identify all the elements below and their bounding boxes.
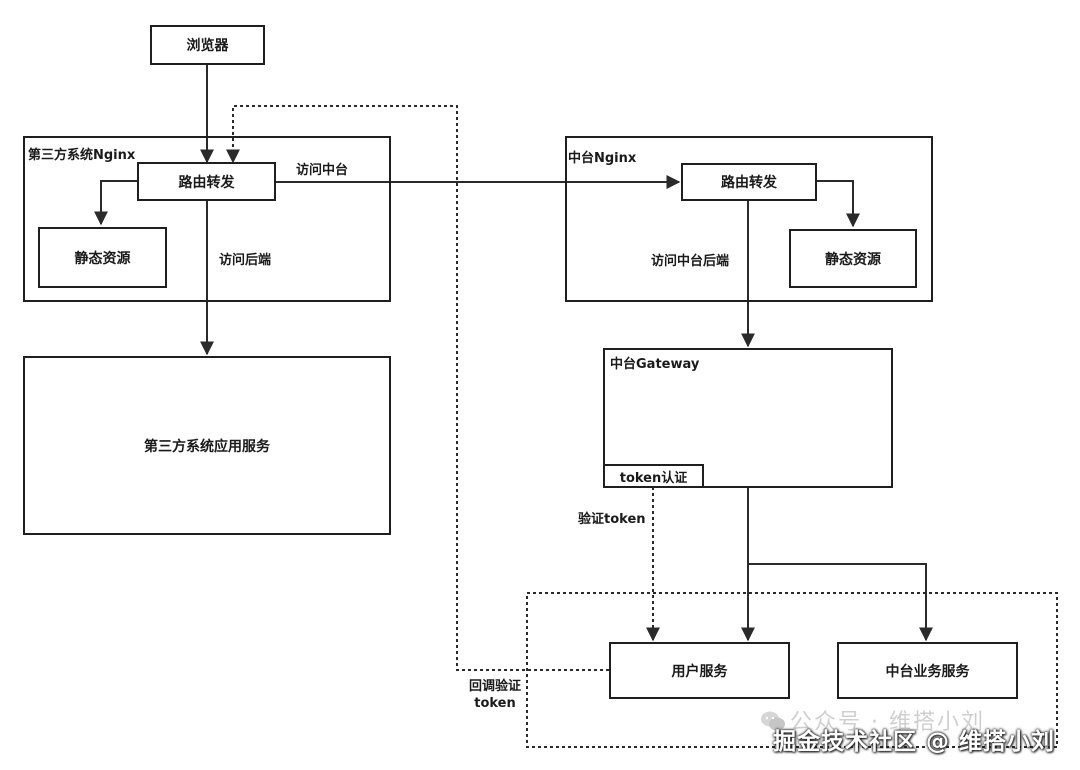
callback-verify-line1: 回调验证 [468,679,521,694]
callback-verify-line2: token [474,696,516,711]
third-app-label: 第三方系统应用服务 [144,438,270,455]
service-group-box [526,592,1058,748]
third-nginx-title: 第三方系统Nginx [28,148,136,163]
edge-gateway-to-business [748,563,933,642]
mid-route-label: 路由转发 [721,175,777,191]
mid-nginx-title: 中台Nginx [568,151,637,166]
wechat-icon [761,711,785,731]
third-route-label: 路由转发 [178,174,235,191]
mid-gateway-group [603,348,893,488]
mid-gateway-title: 中台Gateway [610,357,700,372]
token-auth-node: token认证 [603,464,704,488]
mid-business-node: 中台业务服务 [837,642,1018,699]
user-service-label: 用户服务 [671,663,728,680]
third-nginx-group [23,136,391,302]
edge-callback-verify [226,105,609,671]
third-static-node: 静态资源 [38,227,167,288]
mid-route-node: 路由转发 [681,163,817,201]
visit-backend-label: 访问后端 [219,253,272,268]
edge-route-to-static [94,180,138,226]
browser-label: 浏览器 [186,38,229,54]
callback-verify-label: 回调验证 token [460,678,530,712]
edge-mid-route-to-static [817,180,860,228]
third-static-label: 静态资源 [74,250,131,267]
watermark-text: 掘金技术社区 @ 维搭小刘 [773,729,1056,755]
mid-static-node: 静态资源 [789,229,917,288]
user-service-node: 用户服务 [609,642,790,699]
browser-node: 浏览器 [150,25,265,65]
token-auth-label: token认证 [619,470,688,486]
visit-mid-backend-label: 访问中台后端 [651,254,730,269]
mid-nginx-group [565,136,933,302]
watermark-faded-text: 公众号 · 维搭小刘 [790,710,985,735]
mid-static-label: 静态资源 [825,251,881,268]
mid-business-label: 中台业务服务 [885,663,970,680]
third-route-node: 路由转发 [137,162,276,201]
visit-mid-label: 访问中台 [296,163,349,178]
third-app-node: 第三方系统应用服务 [23,356,391,535]
verify-token-label: 验证token [578,512,646,527]
